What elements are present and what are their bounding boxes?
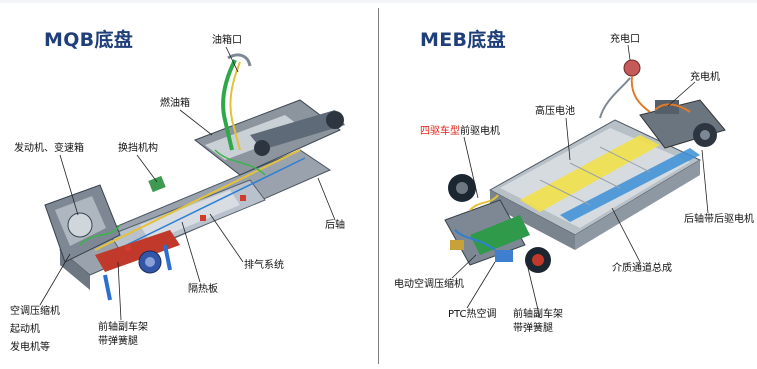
label-ptc-heater: PTC热空调 (448, 309, 497, 320)
label-charge-port: 充电口 (610, 34, 640, 45)
label-front-motor-text: 前驱电机 (460, 126, 500, 137)
top-strip (0, 0, 757, 3)
label-heat-shield: 隔热板 (188, 284, 218, 295)
label-fuel-tank: 燃油箱 (160, 98, 190, 109)
label-rear-axle: 后轴 (325, 220, 345, 231)
mqb-chassis-illustration (39, 46, 345, 321)
label-rear-axle-motor: 后轴带后驱电机 (684, 214, 754, 225)
label-starter: 起动机 (10, 324, 40, 335)
label-shift-mechanism: 换挡机构 (118, 143, 158, 154)
label-awd-prefix: 四驱车型 (420, 126, 460, 137)
label-front-subframe-l2: 带弹簧腿 (98, 336, 138, 347)
label-fuel-filler: 油箱口 (212, 35, 242, 46)
panel-divider (378, 8, 379, 364)
label-front-subframe-meb-l2: 带弹簧腿 (513, 323, 553, 334)
mqb-title: MQB底盘 (44, 29, 134, 51)
label-front-motor: 四驱车型前驱电机 (420, 126, 500, 138)
label-exhaust-system: 排气系统 (244, 260, 284, 271)
label-hv-battery: 高压电池 (535, 106, 575, 117)
label-front-subframe-meb-l1: 前轴副车架 (513, 309, 563, 320)
label-front-subframe-l1: 前轴副车架 (98, 322, 148, 333)
label-media-channel: 介质通道总成 (612, 263, 672, 274)
label-electric-ac-compressor: 电动空调压缩机 (394, 279, 464, 290)
meb-title: MEB底盘 (420, 29, 506, 51)
label-generator: 发电机等 (10, 342, 50, 353)
label-engine-gearbox: 发动机、变速箱 (14, 143, 84, 154)
label-charger: 充电机 (690, 72, 720, 83)
label-ac-compressor: 空调压缩机 (10, 306, 60, 317)
